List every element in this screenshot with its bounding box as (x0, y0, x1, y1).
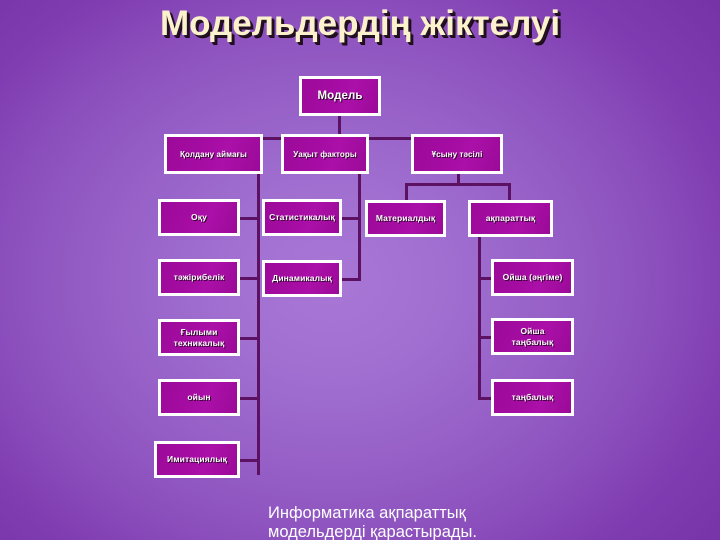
connector-trunk-aqparattyq (478, 232, 481, 400)
node-oisha-angime[interactable]: Ойша (әңгіме) (491, 259, 574, 296)
connector-trunk-qoldanu (257, 173, 260, 475)
node-model-label: Модель (317, 89, 363, 102)
connector-drop-materialdyq (405, 183, 408, 200)
connector-usynu-bus (405, 183, 510, 186)
node-oisha-tanbalyq[interactable]: Ойша таңбалық (491, 318, 574, 355)
connector-stub-oisha-tanbalyq (478, 336, 500, 339)
node-qoldanu-aimagy[interactable]: Қолдану аймағы (164, 134, 263, 174)
node-imitatsiyalyq-label: Имитациялық (167, 454, 227, 464)
slide-caption: Информатика ақпараттық модельдерді қарас… (268, 504, 688, 540)
connector-drop-aqparattyq (508, 183, 511, 200)
node-usynu-tasili-label: Ұсыну тәсілі (431, 149, 483, 159)
node-tanbalyq-label: таңбалық (511, 392, 554, 402)
node-uaqyt-faktory-label: Уақыт факторы (293, 149, 357, 159)
page-title: Модельдердің жіктелуі (159, 4, 561, 43)
node-aqparattyq[interactable]: ақпараттық (468, 200, 553, 237)
node-tazhiribelik-label: тәжірибелік (173, 272, 225, 282)
connector-stub-imitatsiyalyq (239, 459, 260, 462)
node-gylymi-line-1: Ғылыми (180, 326, 218, 337)
node-tazhiribelik[interactable]: тәжірибелік (158, 259, 240, 296)
node-aqparattyq-label: ақпараттық (485, 213, 536, 223)
node-oiyn-label: ойын (187, 392, 211, 402)
node-imitatsiyalyq[interactable]: Имитациялық (154, 441, 240, 478)
node-materialdyq-label: Материалдық (375, 213, 436, 223)
node-qoldanu-aimagy-label: Қолдану аймағы (180, 149, 247, 159)
node-statistikalyq[interactable]: Статистикалық (262, 199, 342, 236)
connector-trunk-uaqyt (358, 173, 361, 281)
connector-stub-tanbalyq (478, 397, 500, 400)
node-oqu[interactable]: Оқу (158, 199, 240, 236)
node-gylymi-tehnikalyq[interactable]: Ғылыми техникалық (158, 319, 240, 356)
node-usynu-tasili[interactable]: Ұсыну тәсілі (411, 134, 503, 174)
node-oisha-tanbalyq-line-2: таңбалық (511, 336, 554, 347)
connector-stub-oisha-angime (478, 277, 500, 280)
connector-stub-tazhiribelik (239, 277, 260, 280)
node-oisha-tanbalyq-label: Ойша таңбалық (510, 326, 556, 348)
connector-stub-statistikalyq (341, 217, 361, 220)
caption-line-2: модельдерді қарастырады. (268, 523, 477, 540)
connector-root-stem (338, 115, 341, 139)
node-dinamikalyq[interactable]: Динамикалық (262, 260, 342, 297)
node-oisha-tanbalyq-line-1: Ойша (520, 325, 545, 336)
node-oisha-angime-label: Ойша (әңгіме) (502, 272, 563, 282)
connector-stub-dinamikalyq (341, 278, 361, 281)
node-model[interactable]: Модель (299, 76, 381, 116)
node-gylymi-line-2: техникалық (173, 337, 225, 348)
connector-stub-oiyn (239, 397, 260, 400)
node-tanbalyq[interactable]: таңбалық (491, 379, 574, 416)
node-statistikalyq-label: Статистикалық (269, 212, 335, 222)
node-oiyn[interactable]: ойын (158, 379, 240, 416)
node-dinamikalyq-label: Динамикалық (272, 273, 332, 283)
node-materialdyq[interactable]: Материалдық (365, 200, 446, 237)
node-uaqyt-faktory[interactable]: Уақыт факторы (281, 134, 369, 174)
caption-line-1: Информатика ақпараттық (268, 504, 466, 522)
node-oqu-label: Оқу (191, 212, 207, 222)
connector-usynu-stem (457, 173, 460, 185)
connector-stub-gylymi (239, 337, 260, 340)
connector-stub-oqu (239, 217, 260, 220)
node-gylymi-tehnikalyq-label: Ғылыми техникалық (172, 327, 227, 349)
